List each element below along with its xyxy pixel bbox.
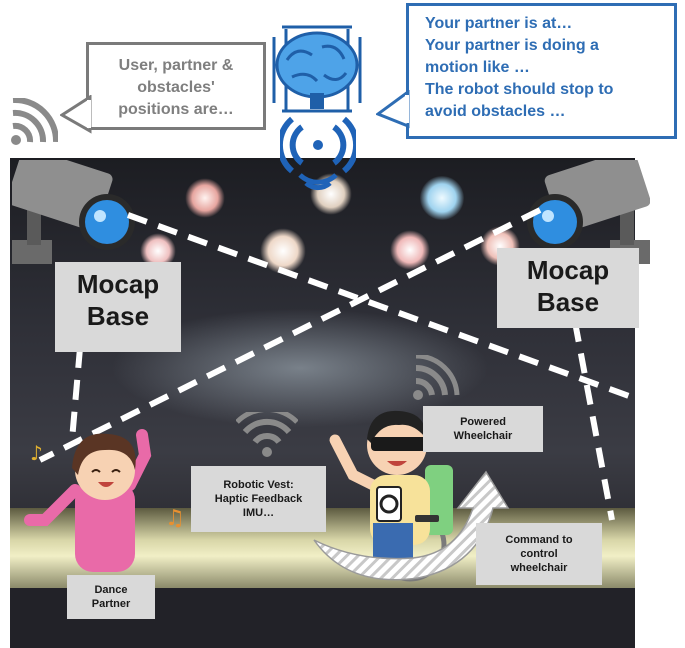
- command-line-1: Command to: [505, 534, 573, 546]
- dance-partner-figure: ♪ ♫: [24, 429, 185, 572]
- robot-text-line-1: Your partner is at…: [425, 15, 573, 32]
- svg-text:♪: ♪: [30, 441, 43, 465]
- svg-text:♫: ♫: [165, 506, 185, 531]
- command-label: Command to control wheelchair: [476, 523, 602, 585]
- wireless-icon: [236, 412, 298, 457]
- mocap-base-left-label: Mocap Base: [55, 262, 181, 352]
- robot-text-line-2: Your partner is doing a: [425, 37, 599, 54]
- robot-text-line-4: The robot should stop to: [425, 81, 614, 98]
- command-line-3: wheelchair: [510, 562, 568, 574]
- wireless-icon: [413, 355, 460, 400]
- wireless-icon: [11, 98, 58, 145]
- sensor-bubble-tail: [60, 95, 92, 134]
- robot-text-line-5: avoid obstacles …: [425, 103, 566, 120]
- wireless-icon: [280, 116, 356, 191]
- mocap-camera-icon: [12, 160, 135, 264]
- robotic-vest-label: Robotic Vest: Haptic Feedback IMU…: [191, 466, 326, 532]
- dance-partner-line-2: Partner: [91, 598, 131, 610]
- mocap-right-line-1: Mocap: [526, 255, 610, 285]
- command-line-2: control: [520, 548, 558, 560]
- brain-chip-icon: [272, 25, 362, 113]
- wheelchair-line-2: Wheelchair: [453, 430, 513, 442]
- mocap-base-right-label: Mocap Base: [497, 248, 639, 328]
- mocap-left-line-1: Mocap: [76, 269, 160, 299]
- vest-line-1: Robotic Vest:: [223, 479, 294, 491]
- powered-wheelchair-label: Powered Wheelchair: [423, 406, 543, 452]
- robot-text-line-3: motion like …: [425, 59, 530, 76]
- command-arrow: [313, 470, 510, 581]
- dance-partner-line-1: Dance: [94, 584, 128, 596]
- sensor-text-line-2: obstacles': [137, 79, 215, 96]
- sensor-text-line-3: positions are…: [118, 101, 234, 118]
- sensor-speech-bubble: User, partner & obstacles' positions are…: [86, 42, 266, 130]
- wheelchair-line-1: Powered: [460, 416, 506, 428]
- robot-speech-bubble: Your partner is at… Your partner is doin…: [406, 3, 677, 139]
- sensor-text-line-1: User, partner &: [118, 57, 234, 74]
- mocap-right-line-2: Base: [536, 287, 600, 317]
- mocap-camera-icon: [527, 160, 650, 264]
- mocap-left-line-2: Base: [86, 301, 150, 331]
- dance-partner-label: Dance Partner: [67, 575, 155, 619]
- vest-line-2: Haptic Feedback: [214, 493, 303, 505]
- vest-line-3: IMU…: [242, 507, 275, 519]
- robot-bubble-tail: [376, 90, 410, 129]
